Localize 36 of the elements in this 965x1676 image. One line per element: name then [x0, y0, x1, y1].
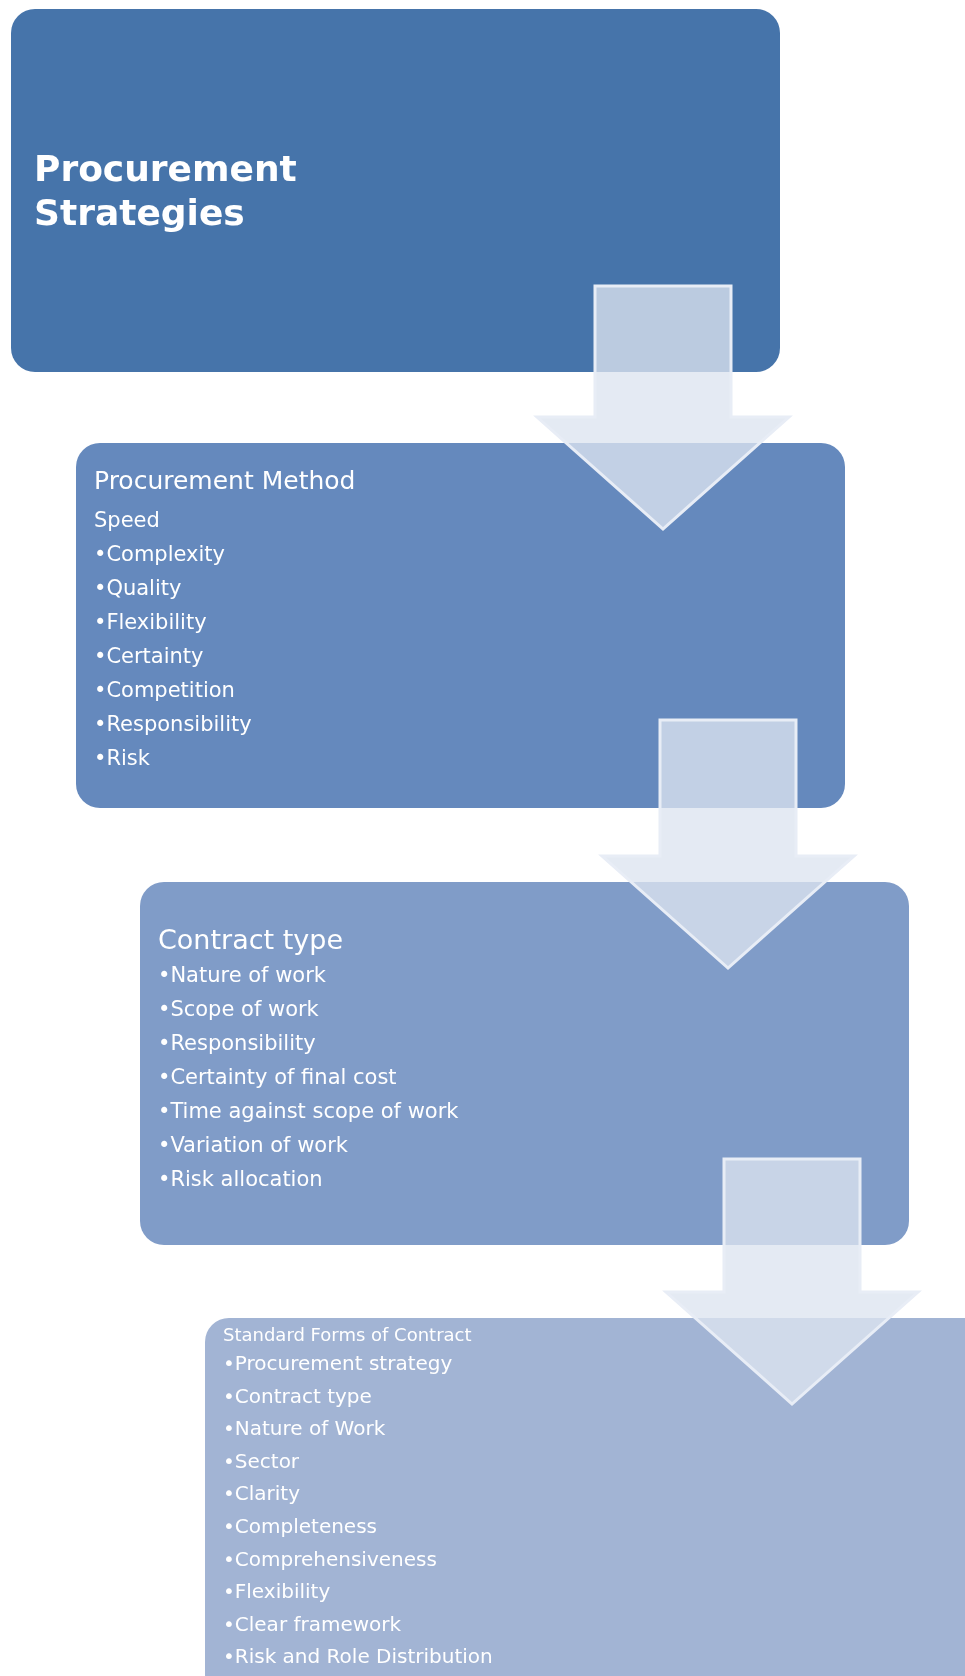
- box-heading: Standard Forms of Contract: [223, 1323, 472, 1347]
- list-item: •Nature of Work: [223, 1415, 386, 1443]
- list-item: •Clear framework: [223, 1610, 402, 1638]
- list-item: Speed: [94, 507, 160, 534]
- list-item: •Completeness: [223, 1512, 377, 1540]
- list-item: •Certainty: [94, 643, 204, 670]
- list-item: •Complexity: [94, 541, 225, 568]
- box-heading: Contract type: [158, 923, 344, 957]
- box-heading: Procurement Method: [94, 465, 356, 497]
- list-item: •Certainty of final cost: [158, 1064, 397, 1091]
- list-item: •Nature of work: [158, 962, 326, 989]
- list-item: •Flexibility: [94, 609, 207, 636]
- list-item: •Time against scope of work: [158, 1098, 459, 1125]
- list-item: •Sector: [223, 1447, 300, 1475]
- process-box: [11, 9, 780, 372]
- list-item: •Risk allocation: [158, 1166, 323, 1193]
- list-item: •Variation of work: [158, 1132, 348, 1159]
- process-box: [140, 882, 909, 1245]
- list-item: •Clarity: [223, 1480, 301, 1508]
- list-item: •Procurement strategy: [223, 1350, 453, 1377]
- list-item: •Responsibility: [158, 1030, 316, 1057]
- list-item: •Risk: [94, 745, 150, 772]
- process-box: [205, 1318, 965, 1676]
- process-box: [76, 443, 845, 808]
- block-arrow: [533, 284, 793, 531]
- list-item: •Quality: [94, 575, 182, 602]
- block-arrow: [598, 718, 858, 970]
- list-item: •Scope of work: [158, 996, 319, 1023]
- list-item: •Comprehensiveness: [223, 1545, 437, 1573]
- box-heading: Procurement Strategies: [34, 146, 298, 235]
- list-item: •Responsibility: [94, 711, 252, 738]
- list-item: •Flexibility: [223, 1578, 331, 1606]
- block-arrow: [662, 1157, 922, 1406]
- list-item: •Risk and Role Distribution: [223, 1643, 493, 1671]
- list-item: •Contract type: [223, 1382, 372, 1410]
- list-item: •Competition: [94, 677, 235, 704]
